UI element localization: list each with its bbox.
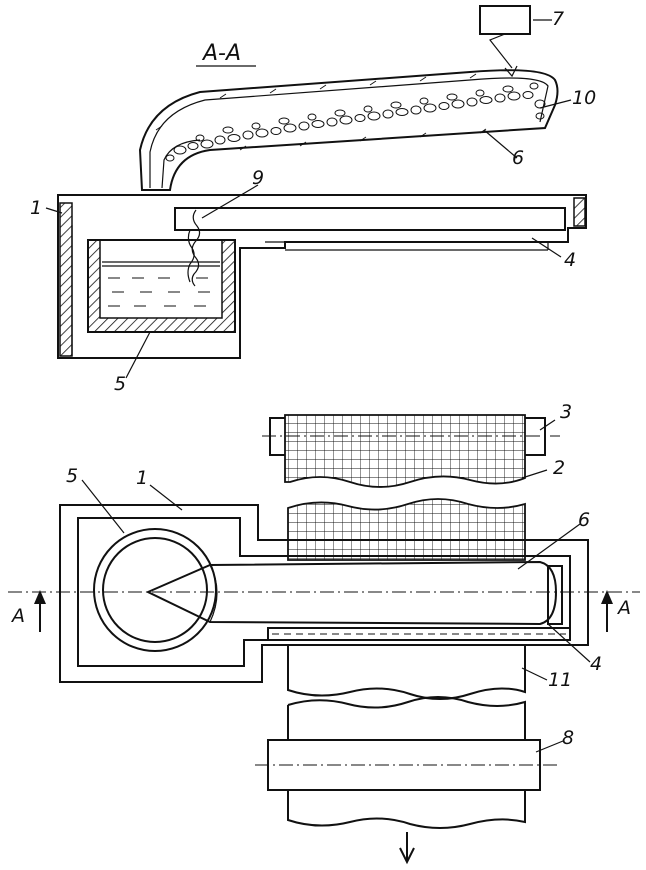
section-label: A-A: [201, 41, 241, 66]
grid-plate-lower: [288, 499, 525, 560]
callout-8: 8: [562, 727, 574, 749]
conveyor-belt: [288, 645, 525, 828]
callout-2: 2: [553, 457, 565, 479]
callout-1-top: 1: [30, 197, 42, 219]
strand-9: [192, 210, 199, 286]
callout-4-top: 4: [564, 249, 576, 271]
section-a-a-view: A-A: [30, 6, 596, 395]
controller-box: [480, 6, 530, 34]
grid-plate-upper: [262, 415, 560, 487]
controller-signal-line: [490, 34, 512, 68]
inclined-chute: [140, 70, 558, 190]
callout-7: 7: [552, 8, 564, 30]
plan-view: A A 3 2 1 5 6 4 11 8: [8, 401, 640, 862]
cut-mark-left: A: [10, 605, 25, 627]
callout-1-bottom: 1: [136, 467, 148, 489]
cut-mark-right: A: [616, 597, 631, 619]
callout-6-bottom: 6: [578, 509, 590, 531]
callout-10: 10: [572, 87, 596, 109]
callout-5-bottom: 5: [66, 465, 78, 487]
callout-11: 11: [548, 669, 572, 691]
callout-4-bottom: 4: [590, 653, 602, 675]
trough-plan: [268, 566, 570, 640]
callout-9: 9: [252, 167, 264, 189]
vessel-housing-section: [58, 195, 586, 358]
callout-5-top: 5: [114, 373, 126, 395]
callout-3: 3: [560, 401, 572, 423]
liquid-bath: [88, 240, 235, 332]
rod-plan: [148, 562, 556, 624]
callout-6-top: 6: [512, 147, 524, 169]
